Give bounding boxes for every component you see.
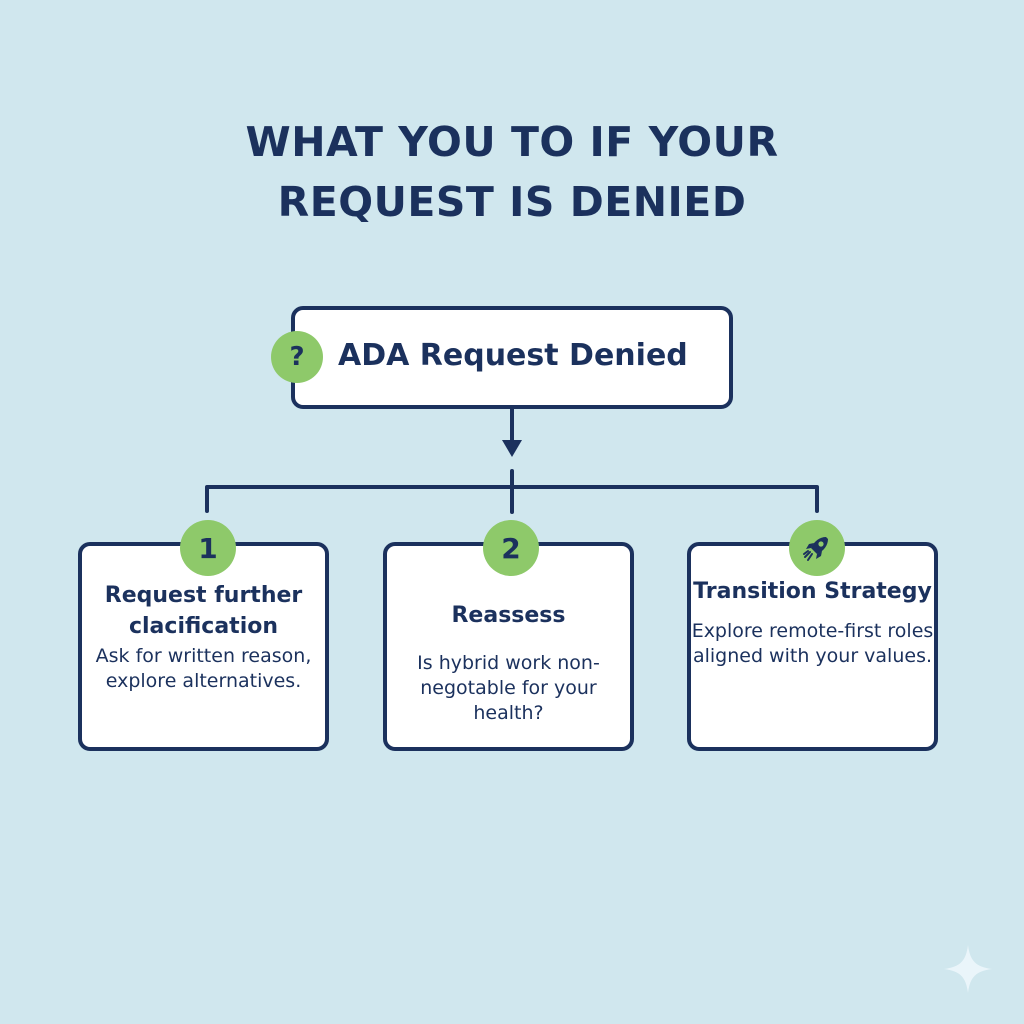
arrow-down-icon [502,440,522,457]
branch-line [205,485,819,513]
option-2-description: Is hybrid work non-negotable for your he… [417,652,600,724]
option-2-title: Reassess [451,603,566,628]
option-3-description: Explore remote-first roles aligned with … [691,620,934,667]
option-card-1: Request further clacification Ask for wr… [78,542,329,751]
option-3-title: Transition Strategy [693,579,932,604]
step-2-badge: 2 [483,520,539,576]
step-1-badge: 1 [180,520,236,576]
option-1-description: Ask for written reason, explore alternat… [95,645,312,692]
option-card-3: Transition Strategy Explore remote-first… [687,542,938,751]
root-node-box [291,306,733,409]
step-number: 2 [501,531,521,565]
title-line-1: WHAT YOU TO IF YOUR [245,118,779,166]
page-title: WHAT YOU TO IF YOUR REQUEST IS DENIED [0,112,1024,232]
rocket-icon [803,537,828,561]
sparkle-icon [944,945,992,993]
question-mark-icon: ? [271,331,323,383]
title-line-2: REQUEST IS DENIED [277,178,747,226]
option-1-title: Request further clacification [104,583,303,639]
root-node-label: ADA Request Denied [338,338,688,373]
rocket-badge [789,520,845,576]
step-number: 1 [198,531,218,565]
